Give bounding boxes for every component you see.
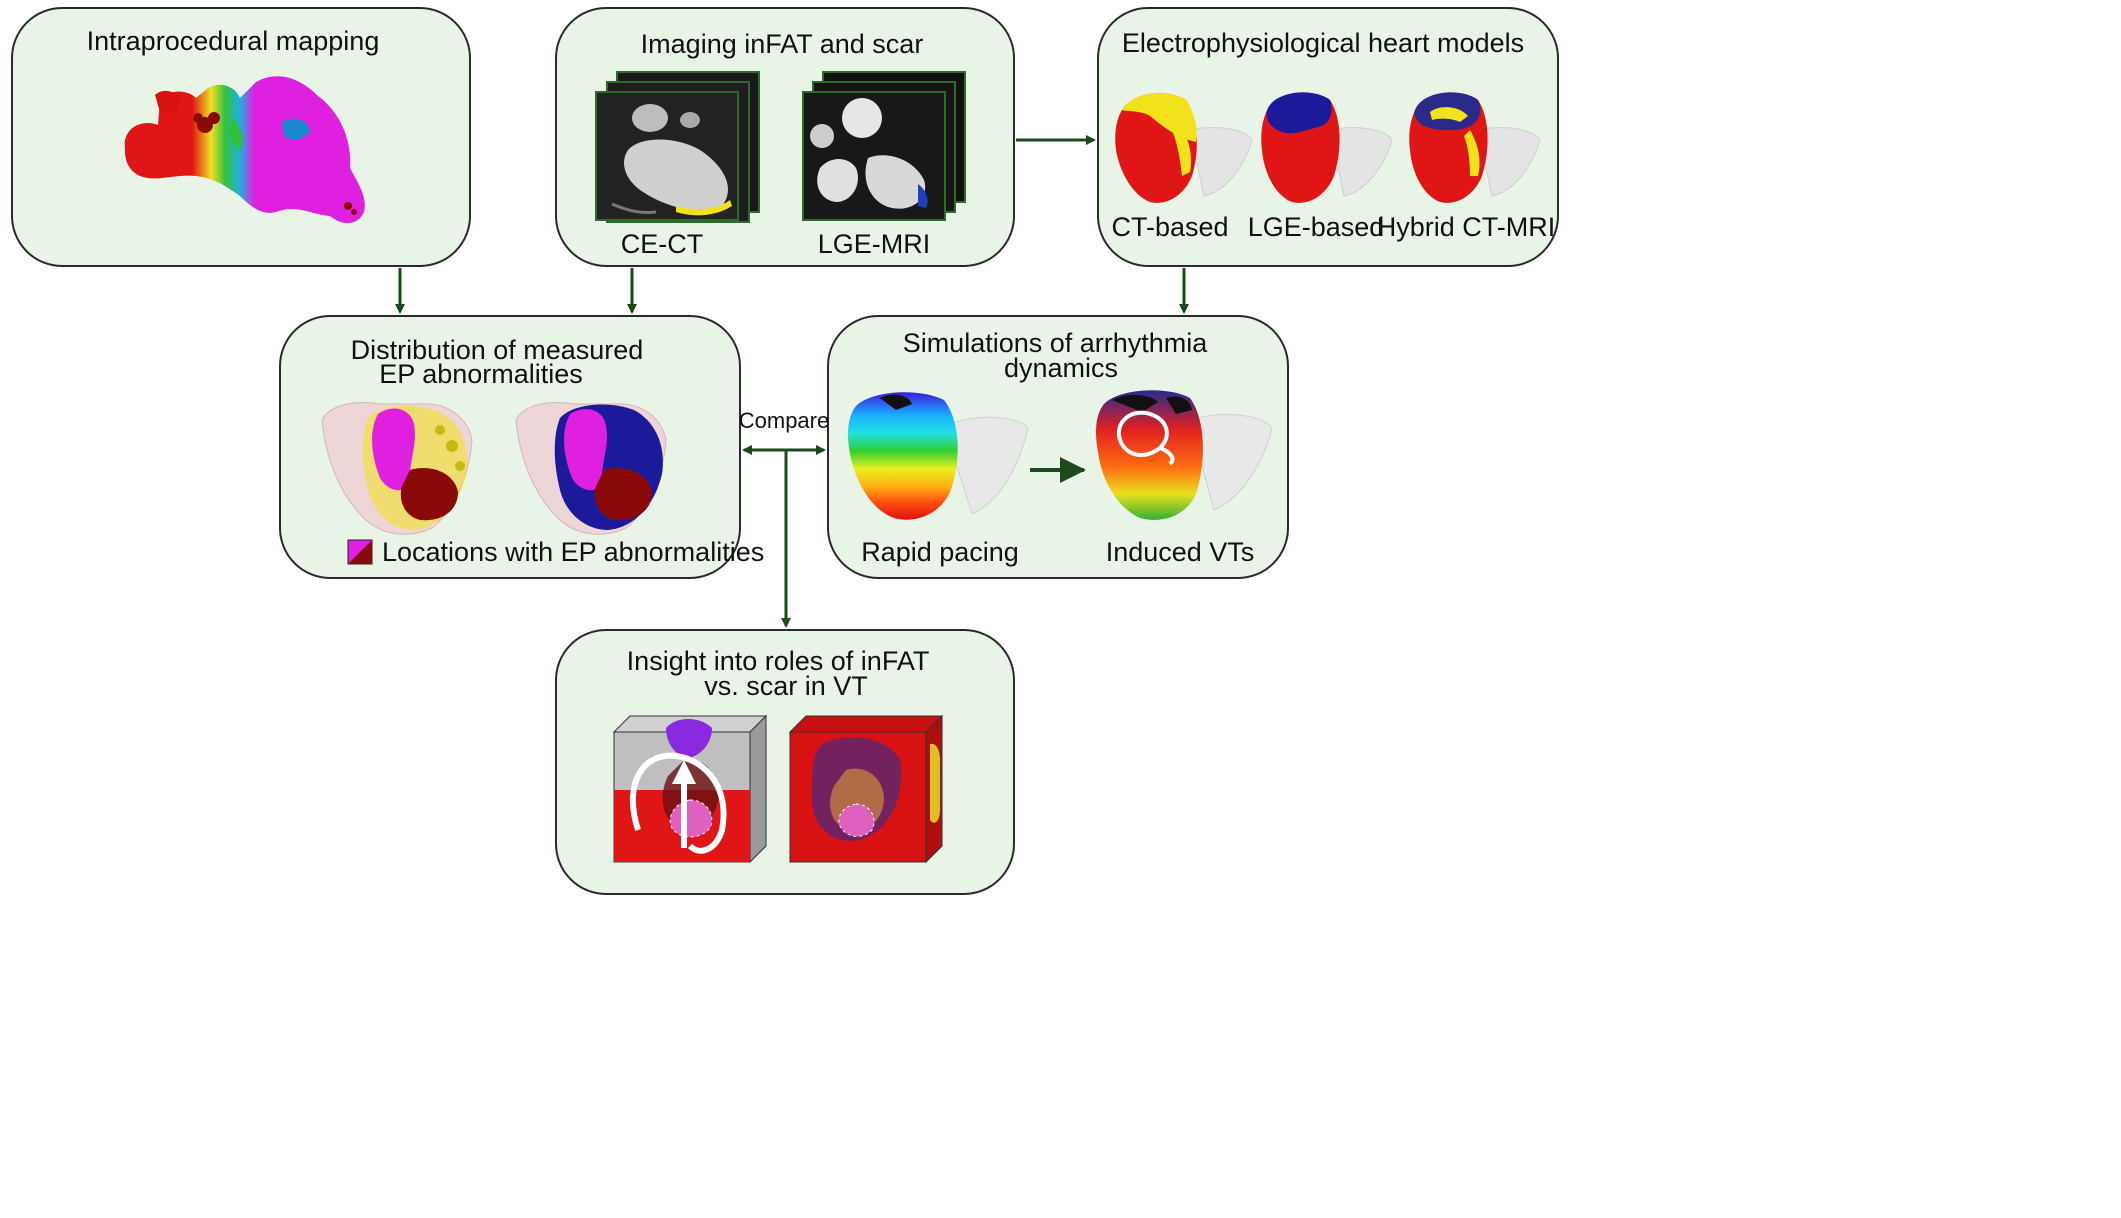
insight-title-line1: Insight into roles of inFAT (627, 646, 930, 676)
ct-based-heart-model (1115, 93, 1253, 203)
distribution-heart-scar (515, 402, 667, 535)
compare-label: Compare (739, 408, 829, 433)
induced-vts-caption: Induced VTs (1106, 537, 1255, 567)
rapid-pacing-caption: Rapid pacing (861, 537, 1019, 567)
insight-title-line2: vs. scar in VT (704, 671, 868, 701)
distribution-heart-fat (321, 402, 473, 535)
distribution-title-line2: EP abnormalities (379, 359, 583, 389)
lge-based-caption: LGE-based (1248, 212, 1385, 242)
rapid-pacing-heart (848, 392, 1029, 520)
lge-mri-image-stack (802, 71, 966, 221)
simulations-title-line1: Simulations of arrhythmia (903, 328, 1209, 358)
lge-based-heart-model (1261, 92, 1393, 203)
infat-tissue-block (612, 714, 768, 864)
ep-abnormality-legend-label: Locations with EP abnormalities (382, 537, 764, 567)
distribution-title-line1: Distribution of measured (351, 335, 644, 365)
ce-ct-image-stack (595, 71, 760, 223)
scar-tissue-block (788, 714, 944, 864)
lge-mri-caption: LGE-MRI (818, 229, 931, 259)
mapping-title: Intraprocedural mapping (87, 26, 380, 56)
ct-based-caption: CT-based (1111, 212, 1228, 242)
hybrid-ct-mri-heart-model (1409, 92, 1541, 203)
imaging-title: Imaging inFAT and scar (641, 29, 924, 59)
ce-ct-caption: CE-CT (621, 229, 704, 259)
models-title: Electrophysiological heart models (1122, 28, 1524, 58)
ep-abnormality-legend-swatch (347, 539, 373, 565)
hybrid-ct-mri-caption: Hybrid CT-MRI (1377, 212, 1556, 242)
induced-vt-heart (1096, 390, 1273, 520)
electroanatomic-map-image (124, 76, 365, 224)
simulations-title-line2: dynamics (1004, 353, 1118, 383)
